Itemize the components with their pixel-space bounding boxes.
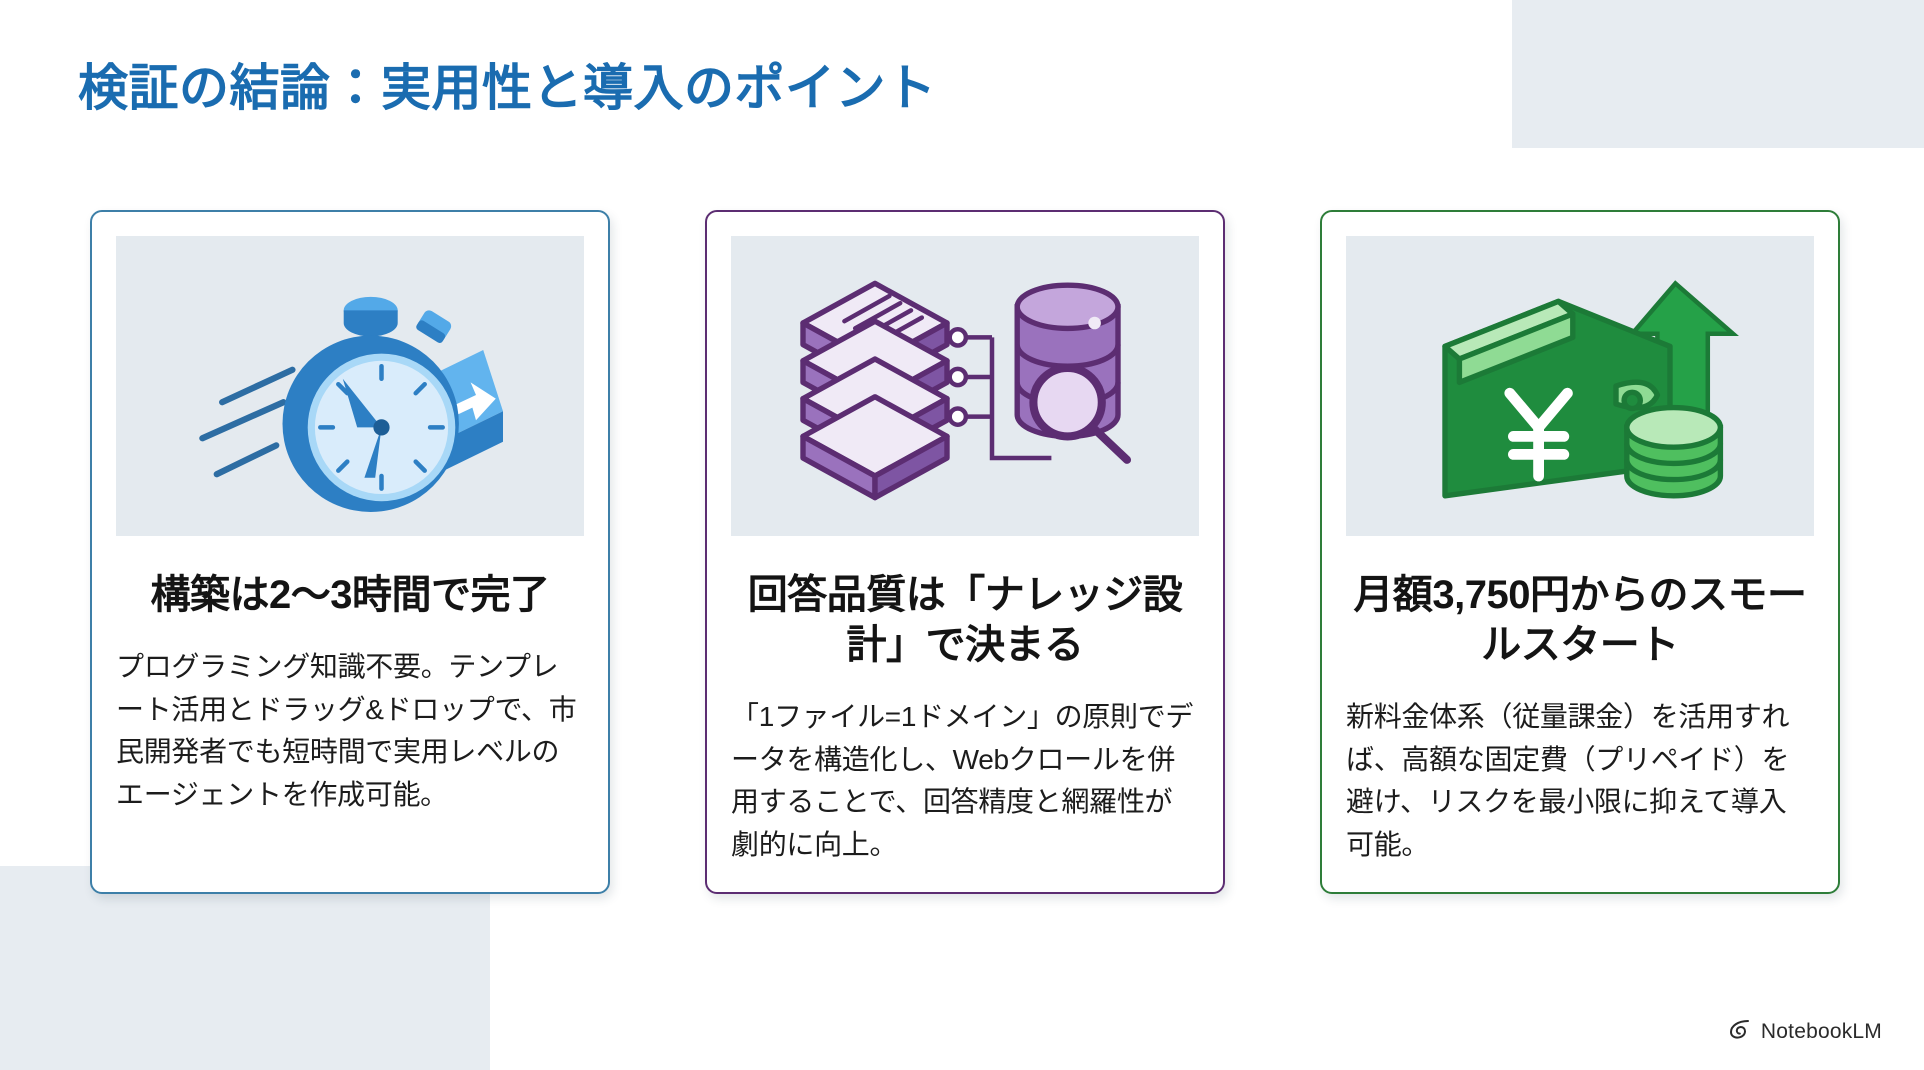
decor-block-bottom-left [0,866,490,1070]
notebooklm-spiral-icon [1728,1017,1752,1046]
card-body: 新料金体系（従量課金）を活用すれば、高額な固定費（プリペイド）を避け、リスクを最… [1346,701,1790,860]
card-build-time[interactable]: 構築は2〜3時間で完了 プログラミング知識不要。テンプレート活用とドラッグ&ドロ… [90,210,610,895]
card-heading: 月額3,750円からのスモールスタート [1353,573,1807,667]
card-pricing[interactable]: 月額3,750円からのスモールスタート 新料金体系（従量課金）を活用すれば、高額… [1320,210,1840,895]
card-heading: 構築は2〜3時間で完了 [150,573,551,617]
card-body: 「1ファイル=1ドメイン」の原則でデータを構造化し、Webクロールを併用すること… [731,701,1194,860]
card-thumbnail [116,236,584,536]
card-thumbnail [731,236,1199,536]
card-heading: 回答品質は「ナレッジ設計」で決まる [747,573,1183,667]
notebooklm-watermark: NotebookLM [1728,1017,1882,1046]
card-row: 構築は2〜3時間で完了 プログラミング知識不要。テンプレート活用とドラッグ&ドロ… [90,210,1842,895]
card-answer-quality[interactable]: 回答品質は「ナレッジ設計」で決まる 「1ファイル=1ドメイン」の原則でデータを構… [705,210,1225,895]
card-thumbnail [1346,236,1814,536]
page-title: 検証の結論：実用性と導入のポイント [78,60,937,116]
decor-block-top-right [1512,0,1924,148]
notebooklm-label: NotebookLM [1760,1019,1882,1043]
card-body: プログラミング知識不要。テンプレート活用とドラッグ&ドロップで、市民開発者でも短… [116,651,577,810]
